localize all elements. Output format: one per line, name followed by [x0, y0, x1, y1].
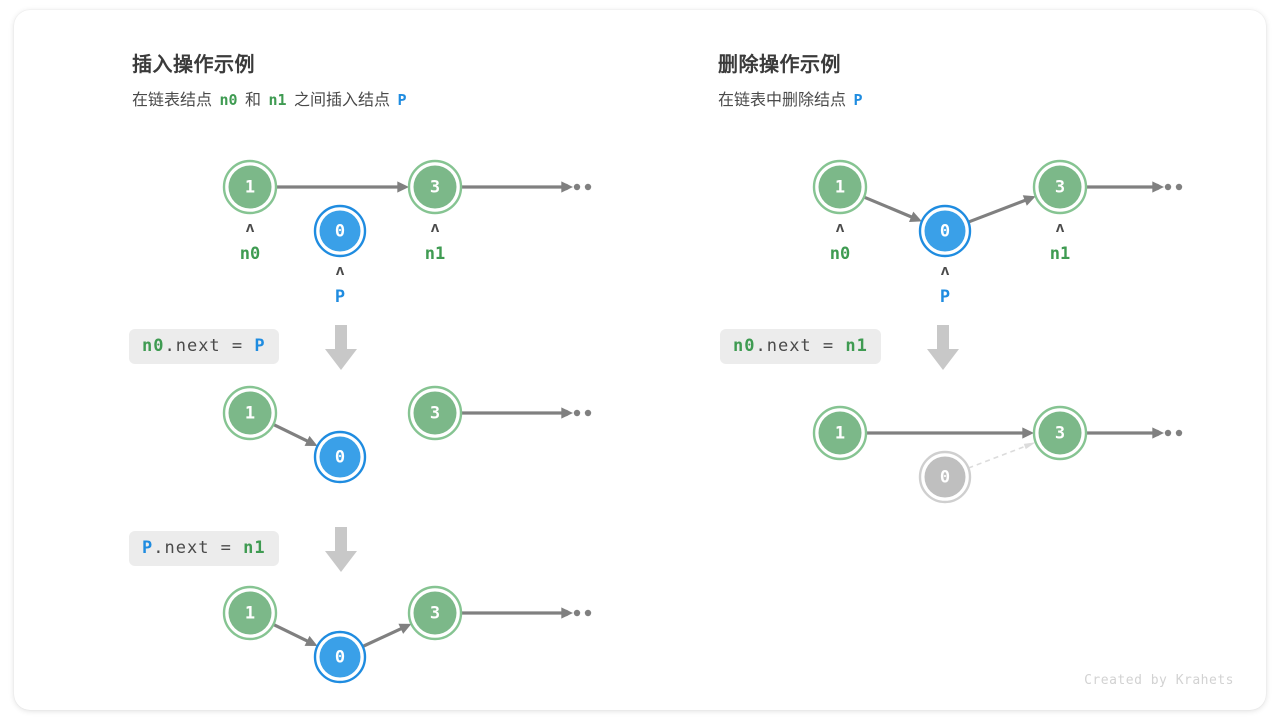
- delete-step2-graph: 1 0 3: [812, 405, 1183, 504]
- node-n0: 1: [812, 159, 868, 215]
- p-caret-icon: ʌ: [941, 262, 950, 279]
- subtitle-n0: n0: [219, 91, 238, 109]
- svg-text:0: 0: [940, 468, 950, 488]
- n1-caret-icon: ʌ: [1056, 219, 1065, 236]
- node-n0: 1: [222, 159, 278, 215]
- arrow-n1-to-tail: [1086, 427, 1164, 439]
- p-caret-icon: ʌ: [336, 262, 345, 279]
- p-label: P: [940, 287, 950, 307]
- arrow-n1-to-tail: [1086, 181, 1164, 193]
- tail-dots: [1153, 183, 1183, 191]
- svg-text:0: 0: [335, 448, 345, 468]
- code-token-n1: n1: [845, 336, 868, 356]
- insert-panel-subtitle: 在链表结点 n0 和 n1 之间插入结点 P: [132, 88, 409, 113]
- svg-text:1: 1: [245, 404, 255, 424]
- tail-dots: [562, 409, 592, 417]
- svg-text:3: 3: [430, 404, 440, 424]
- node-n1: 3: [407, 585, 463, 641]
- arrow-n1-to-tail: [461, 181, 573, 193]
- delete-step1-code: n0.next = n1: [720, 329, 881, 364]
- svg-text:1: 1: [835, 424, 845, 444]
- delete-panel-title: 删除操作示例: [718, 54, 841, 76]
- arrow-n0-to-p: [272, 422, 318, 447]
- svg-text:3: 3: [430, 604, 440, 624]
- code-operator: .next =: [153, 538, 244, 558]
- n0-caret-icon: ʌ: [246, 219, 255, 236]
- n0-label: n0: [830, 244, 850, 264]
- subtitle-seg3: 之间插入结点: [293, 92, 390, 109]
- n0-label: n0: [240, 244, 260, 264]
- svg-text:3: 3: [430, 178, 440, 198]
- arrow-n1-to-tail: [461, 607, 573, 619]
- credit-text: Created by Krahets: [1084, 673, 1234, 688]
- insert-step2-graph: 1 0 3: [222, 385, 592, 484]
- node-p: 0: [313, 630, 367, 684]
- subtitle-seg1: 在链表中删除结点: [718, 92, 847, 109]
- arrow-n0-to-n1: [866, 427, 1034, 439]
- tail-dots: [562, 183, 592, 191]
- n0-caret-icon: ʌ: [836, 219, 845, 236]
- code-operator: .next =: [164, 336, 255, 356]
- subtitle-n1: n1: [268, 91, 287, 109]
- tail-dots: [562, 609, 592, 617]
- subtitle-p: P: [853, 91, 863, 109]
- arrow-n0-to-p: [863, 195, 922, 222]
- code-token-P: P: [254, 336, 266, 356]
- svg-text:0: 0: [335, 648, 345, 668]
- svg-text:0: 0: [940, 222, 950, 242]
- node-n0: 1: [222, 585, 278, 641]
- node-n0: 1: [812, 405, 868, 461]
- tail-dots: [1153, 429, 1183, 437]
- svg-text:3: 3: [1055, 178, 1065, 198]
- p-label: P: [335, 287, 345, 307]
- code-token-n1: n1: [243, 538, 266, 558]
- code-operator: .next =: [755, 336, 846, 356]
- subtitle-seg2: 和: [244, 92, 261, 109]
- subtitle-p: P: [397, 91, 407, 109]
- node-p: 0: [918, 204, 972, 258]
- arrow-p-to-n1: [362, 623, 412, 648]
- insert-step2-code: P.next = n1: [129, 531, 279, 566]
- node-n1: 3: [407, 385, 463, 441]
- node-n1: 3: [1032, 405, 1088, 461]
- delete-panel-subtitle: 在链表中删除结点 P: [718, 88, 866, 113]
- svg-text:1: 1: [245, 178, 255, 198]
- node-n0: 1: [222, 385, 278, 441]
- arrow-n1-to-tail: [461, 407, 573, 419]
- node-p: 0: [313, 430, 367, 484]
- n1-caret-icon: ʌ: [431, 219, 440, 236]
- code-token-P: P: [142, 538, 154, 558]
- step-down-arrow-icon: [927, 325, 959, 370]
- arrow-removed-p-to-n1: [968, 442, 1036, 469]
- svg-text:1: 1: [245, 604, 255, 624]
- node-p: 0: [313, 204, 367, 258]
- n1-label: n1: [1050, 244, 1070, 264]
- subtitle-seg1: 在链表结点: [132, 92, 213, 109]
- code-token-n0: n0: [142, 336, 165, 356]
- arrow-n0-to-p: [272, 622, 318, 647]
- node-n1: 3: [1032, 159, 1088, 215]
- svg-text:3: 3: [1055, 424, 1065, 444]
- insert-panel-title: 插入操作示例: [132, 54, 255, 76]
- step-down-arrow-icon: [325, 527, 357, 572]
- step-down-arrow-icon: [325, 325, 357, 370]
- svg-text:0: 0: [335, 222, 345, 242]
- insert-step1-code: n0.next = P: [129, 329, 279, 364]
- svg-text:1: 1: [835, 178, 845, 198]
- n1-label: n1: [425, 244, 445, 264]
- arrow-n0-to-n1: [276, 181, 409, 193]
- diagram-card: 插入操作示例 在链表结点 n0 和 n1 之间插入结点 P 1 0 3 ʌ n0 ʌ n1 ʌ…: [14, 10, 1266, 710]
- node-n1: 3: [407, 159, 463, 215]
- arrow-p-to-n1: [967, 195, 1036, 224]
- node-removed-p: 0: [918, 450, 972, 504]
- code-token-n0: n0: [733, 336, 756, 356]
- insert-step3-graph: 1 0 3: [222, 585, 592, 684]
